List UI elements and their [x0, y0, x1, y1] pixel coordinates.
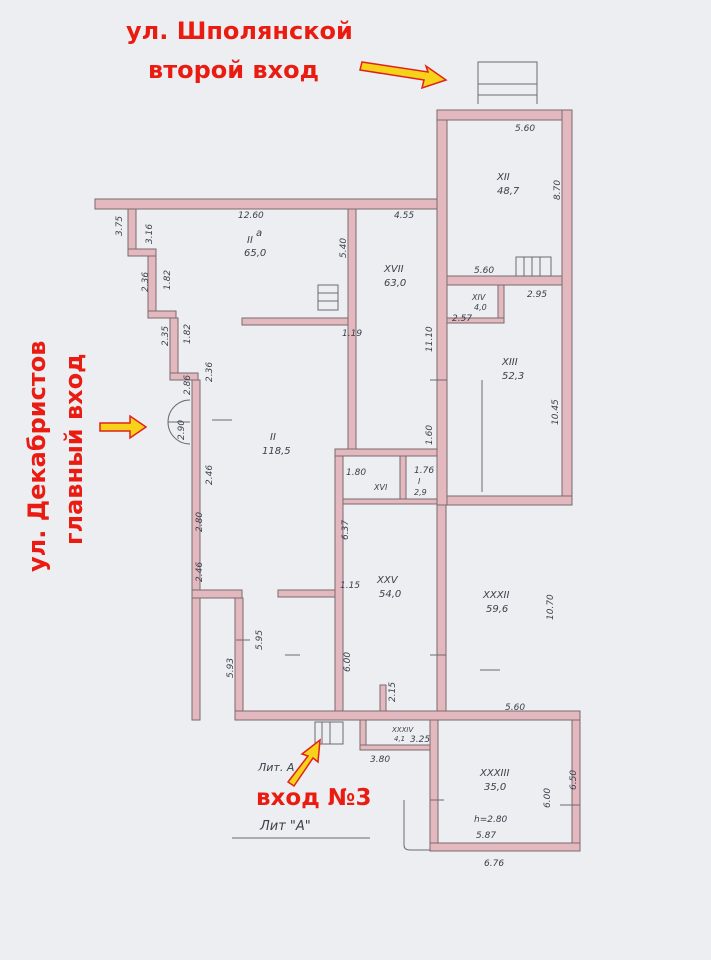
dim-5-60-mid: 5.60 [474, 266, 494, 276]
room-I-area: 2,9 [414, 488, 427, 497]
plan-details [167, 61, 580, 851]
dim-2-46b: 2.46 [195, 562, 205, 582]
dim-2-15: 2.15 [388, 682, 398, 702]
dim-3-16: 3.16 [145, 224, 155, 244]
main-entrance-label: главный вход [60, 354, 88, 546]
dim-5-60-bot: 5.60 [505, 703, 525, 713]
dim-12-60: 12.60 [238, 211, 264, 221]
dim-2-36b: 2.36 [205, 362, 215, 382]
dim-6-50: 6.50 [569, 770, 579, 790]
room-XXXIII-number: XXXIII [479, 768, 509, 779]
street-shpolyanskoy-label: ул. Шполянской [126, 17, 353, 45]
dim-11-10: 11.10 [425, 326, 435, 352]
dim-5-95: 5.95 [255, 630, 265, 650]
arrow-second-entrance-icon [359, 61, 448, 90]
room-XIV-area: 4,0 [474, 303, 487, 312]
room-XXXII-number: XXXII [482, 590, 510, 601]
room-XIII-area: 52,3 [502, 371, 524, 382]
dim-1-82b: 1.82 [183, 324, 193, 344]
dim-2-95: 2.95 [527, 290, 547, 300]
room-IIa-sub: а [256, 228, 262, 239]
room-XII-area: 48,7 [497, 186, 520, 197]
second-entrance-label: второй вход [148, 56, 319, 84]
room-XIV-number: XIV [471, 293, 486, 302]
dim-2-36a: 2.36 [141, 272, 151, 292]
dim-6-00b: 6.00 [543, 788, 553, 808]
room-XXXII-area: 59,6 [486, 604, 508, 615]
room-II-number: II [270, 432, 276, 443]
room-I-number: I [418, 477, 421, 486]
room-XVI-number: XVI [373, 483, 388, 492]
dim-5-40: 5.40 [339, 238, 349, 258]
lit-a-lower: Лит "А" [259, 819, 311, 834]
dim-2-35: 2.35 [161, 326, 171, 346]
dim-2-80: 2.80 [195, 512, 205, 532]
dimension-labels: 12.60 4.55 5.40 5.60 8.70 5.60 2.95 2.57… [115, 124, 579, 869]
room-XXV-number: XXV [376, 575, 399, 586]
room-XXXIV-area: 4,1 [394, 735, 405, 743]
room-II-area: 118,5 [262, 446, 291, 457]
room-XXV-area: 54,0 [379, 589, 401, 600]
walls [94, 109, 581, 852]
room-XII-number: XII [496, 172, 510, 183]
dim-3-75: 3.75 [115, 216, 125, 236]
dim-5-93: 5.93 [226, 658, 236, 678]
room-XVII-number: XVII [383, 264, 404, 275]
dim-1-76: 1.76 [414, 466, 434, 476]
ceiling-height: h=2.80 [474, 815, 508, 825]
dim-1-80: 1.80 [346, 468, 366, 478]
dim-6-00a: 6.00 [343, 652, 353, 672]
dim-5-87: 5.87 [476, 831, 496, 841]
dim-1-19: 1.19 [342, 329, 362, 339]
dim-1-15: 1.15 [340, 581, 360, 591]
room-XVII-area: 63,0 [384, 278, 406, 289]
arrow-entrance-3-icon [286, 738, 321, 788]
dim-2-57: 2.57 [452, 314, 472, 324]
room-IIa-area: 65,0 [244, 248, 266, 259]
dim-1-60: 1.60 [425, 425, 435, 445]
lit-a-upper: Лит. А [257, 761, 294, 774]
dim-3-25: 3.25 [410, 735, 430, 745]
dim-3-80: 3.80 [370, 755, 390, 765]
dim-5-60-top: 5.60 [515, 124, 535, 134]
dim-2-86: 2.86 [183, 375, 193, 395]
arrow-main-entrance-icon [99, 414, 148, 440]
dim-6-37: 6.37 [341, 520, 351, 540]
street-dekabristov-label: ул. Декабристов [23, 341, 51, 572]
dim-1-82a: 1.82 [163, 270, 173, 290]
dim-10-45: 10.45 [551, 399, 561, 425]
dim-10-70: 10.70 [546, 594, 556, 620]
room-XXXIV-number: XXXIV [391, 726, 414, 734]
entrance-3-label: вход №3 [256, 785, 371, 811]
dim-4-55: 4.55 [394, 211, 414, 221]
room-IIa-number: II [247, 235, 253, 246]
dim-8-70: 8.70 [553, 180, 563, 200]
dim-2-46a: 2.46 [205, 465, 215, 485]
room-XXXIII-area: 35,0 [484, 782, 506, 793]
room-XIII-number: XIII [501, 357, 518, 368]
dim-6-76: 6.76 [484, 859, 504, 869]
room-labels: II а 65,0 XVII 63,0 XII 48,7 XIV 4,0 XII… [244, 172, 524, 793]
dim-2-90: 2.90 [177, 420, 187, 440]
